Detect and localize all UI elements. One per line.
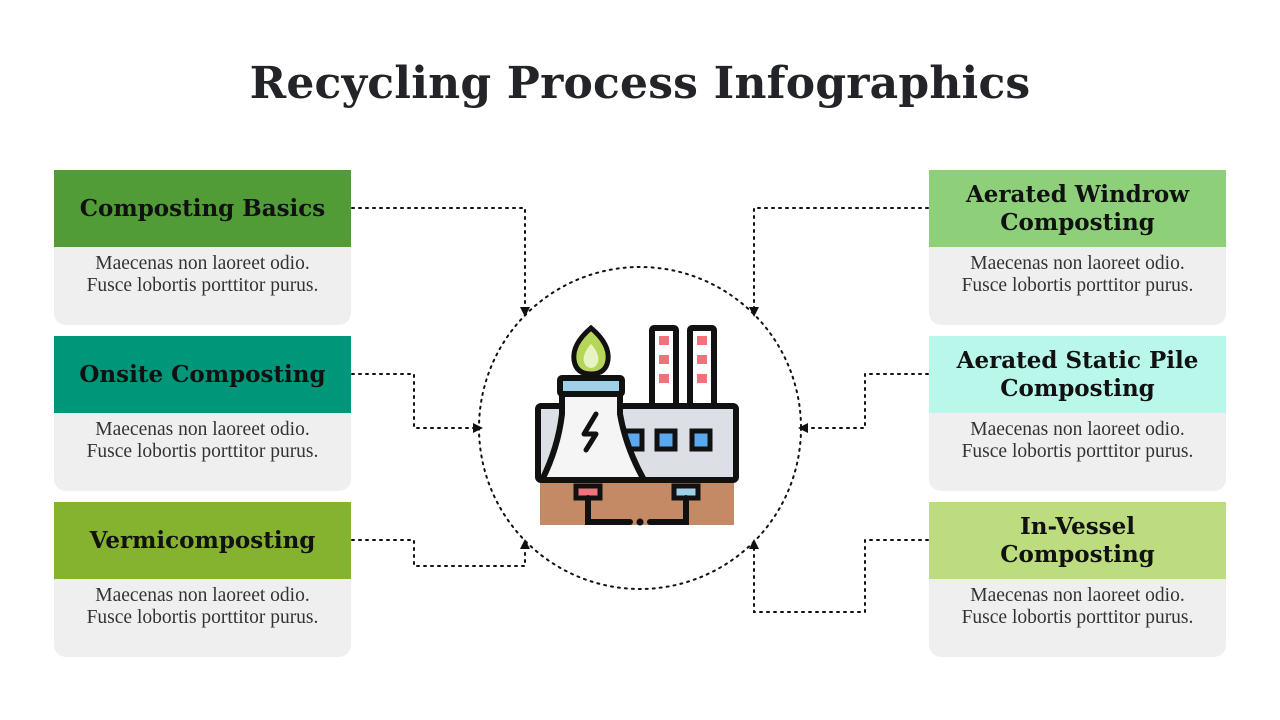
connector-staticpile bbox=[798, 373, 929, 433]
card-text: Maecenas non laoreet odio. Fusce loborti… bbox=[54, 413, 351, 491]
card-text: Maecenas non laoreet odio. Fusce loborti… bbox=[929, 247, 1226, 325]
card-in-vessel: In-Vessel Composting Maecenas non laoree… bbox=[929, 502, 1226, 657]
card-text: Maecenas non laoreet odio. Fusce loborti… bbox=[929, 413, 1226, 491]
card-heading: Composting Basics bbox=[54, 170, 351, 247]
connector-vermi bbox=[351, 539, 530, 567]
power-plant-factory-icon bbox=[535, 324, 739, 526]
card-text: Maecenas non laoreet odio. Fusce loborti… bbox=[929, 579, 1226, 657]
card-text: Maecenas non laoreet odio. Fusce loborti… bbox=[54, 579, 351, 657]
card-heading: In-Vessel Composting bbox=[929, 502, 1226, 579]
card-heading: Vermicomposting bbox=[54, 502, 351, 579]
connector-invessel bbox=[749, 539, 929, 613]
page-title: Recycling Process Infographics bbox=[249, 58, 1031, 109]
card-vermicomposting: Vermicomposting Maecenas non laoreet odi… bbox=[54, 502, 351, 657]
card-heading: Aerated Windrow Composting bbox=[929, 170, 1226, 247]
connector-basics bbox=[351, 207, 530, 317]
card-heading: Onsite Composting bbox=[54, 336, 351, 413]
card-composting-basics: Composting Basics Maecenas non laoreet o… bbox=[54, 170, 351, 325]
card-heading: Aerated Static Pile Composting bbox=[929, 336, 1226, 413]
connector-windrow bbox=[749, 207, 929, 317]
card-onsite-composting: Onsite Composting Maecenas non laoreet o… bbox=[54, 336, 351, 491]
card-aerated-windrow: Aerated Windrow Composting Maecenas non … bbox=[929, 170, 1226, 325]
card-aerated-static-pile: Aerated Static Pile Composting Maecenas … bbox=[929, 336, 1226, 491]
card-text: Maecenas non laoreet odio. Fusce loborti… bbox=[54, 247, 351, 325]
connector-onsite bbox=[351, 373, 483, 433]
